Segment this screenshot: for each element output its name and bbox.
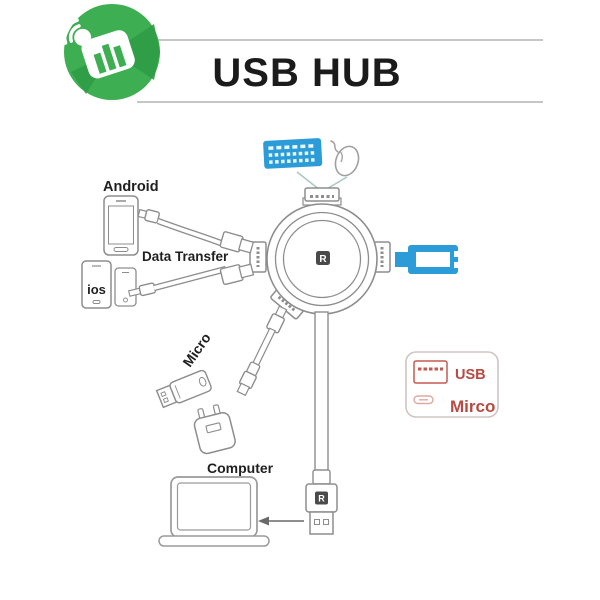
usb-a-connector: R [305,483,338,535]
micro-label: Micro [179,330,214,370]
store-logo-icon [62,4,160,100]
ios-label: ios [87,282,106,297]
arrow-left-icon [258,516,304,526]
ios-usb-plug [219,263,255,286]
hub-brand-letter: R [319,254,327,265]
keyboard-pointer-line [296,171,321,191]
mouse-icon [330,140,360,177]
ios-phone: ios [81,260,112,309]
page-title: USB HUB [212,51,401,95]
connector-brand-letter: R [318,494,325,504]
logo-glyph [62,18,135,79]
connector-brand-badge [315,491,328,505]
legend-usb-label: USB [455,367,486,383]
laptop-icon [158,476,270,547]
keyboard-icon [263,138,323,169]
wall-charger-icon [193,404,236,455]
header: USB HUB [137,39,543,103]
data-transfer-label: Data Transfer [142,249,229,264]
legend-micro-label: Mirco [450,397,495,416]
android-phone [103,195,139,256]
android-usb-plug [219,231,255,254]
hub-main-cable [312,311,331,485]
legend-micro-port-icon [413,395,434,405]
hub-brand-badge [316,251,330,265]
legend-usb-port-icon [413,360,448,384]
legend: USB Mirco [405,351,499,418]
usb-hub-body: R [249,187,391,320]
micro-label-group: Micro [179,330,214,370]
ios-cable [128,263,255,297]
logo-facet-right [112,24,160,80]
android-label: Android [103,179,159,195]
micro-cable [236,305,288,397]
top-usb-port [304,187,340,202]
android-cable [137,208,255,254]
flash-drive-icon [155,369,212,409]
second-phone [114,267,137,307]
computer-label: Computer [207,460,274,476]
blue-usb-connector [395,245,458,274]
